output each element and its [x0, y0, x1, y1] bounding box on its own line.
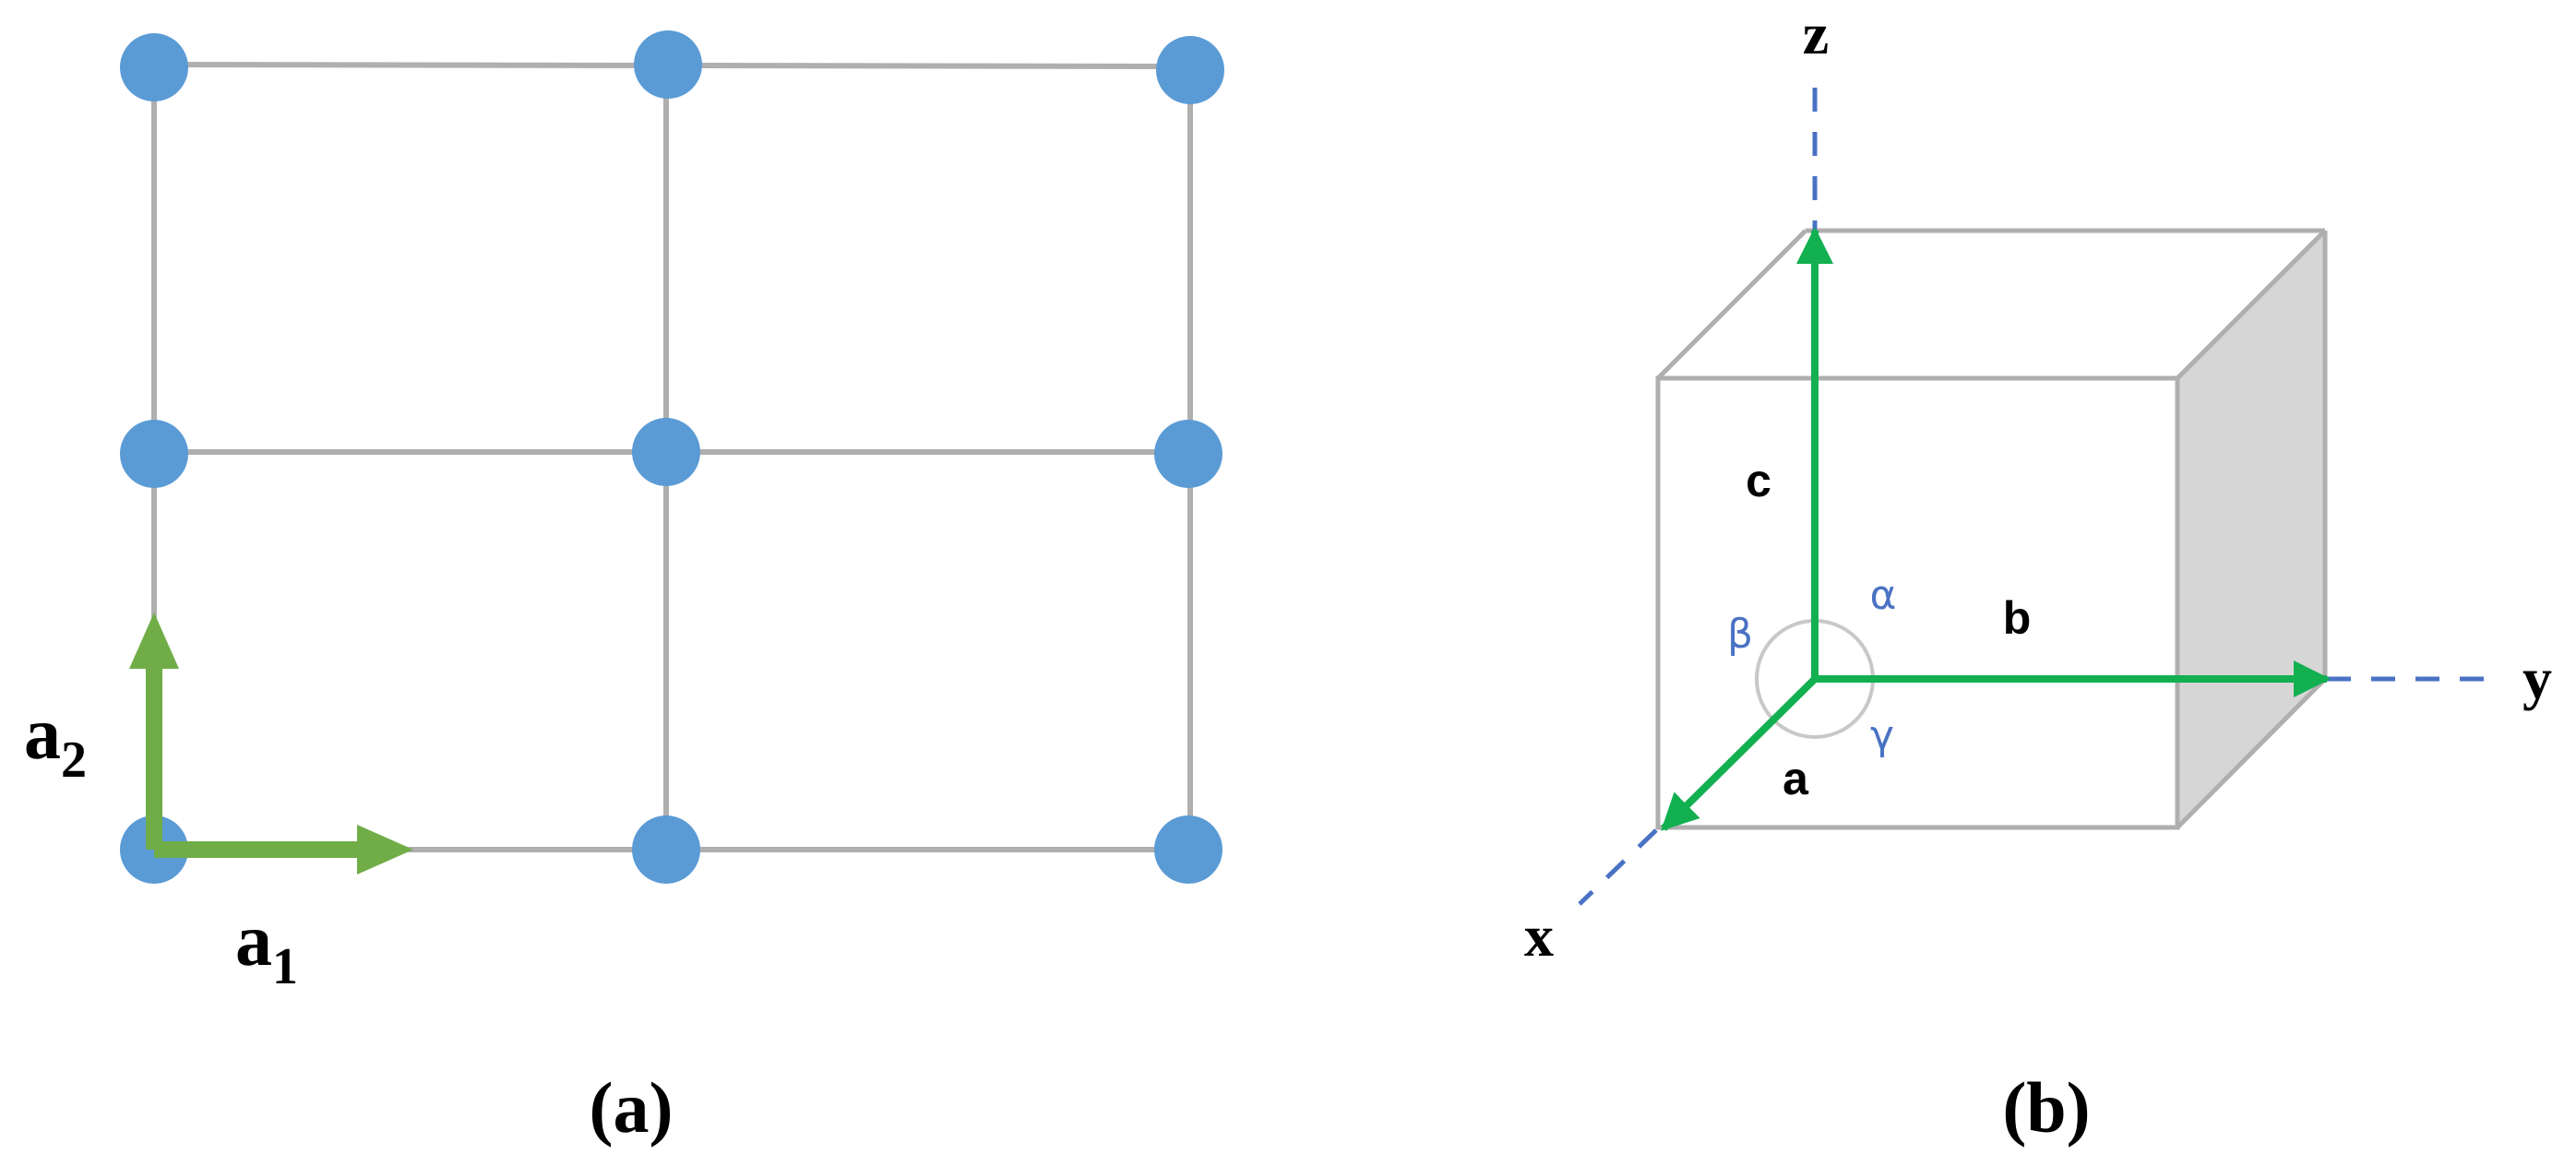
panel-b-caption: (b): [2002, 1067, 2090, 1148]
vector-a-arrow: [1661, 676, 1818, 831]
cell-vectors: [1661, 227, 2331, 831]
cell-front-face: [1655, 375, 2180, 830]
vector-a1-label: a1: [235, 900, 298, 995]
panel-a-lattice: a1 a2 (a): [24, 30, 1224, 1148]
edge-c-label: c: [1746, 455, 1771, 506]
cell-bottom-right-edge: [2176, 677, 2327, 829]
vector-a2-label: a2: [24, 694, 87, 789]
lattice-point: [120, 420, 188, 488]
cell-side-face: [2177, 231, 2325, 827]
coordinate-axes: [1578, 88, 2487, 906]
vector-a1-head: [357, 825, 413, 874]
axis-y-label: y: [2522, 646, 2552, 711]
edge-a-label: a: [1783, 753, 1809, 804]
edge-b-label: b: [2003, 592, 2032, 644]
angle-beta-label: β: [1727, 611, 1753, 658]
lattice-point: [1156, 36, 1224, 104]
lattice-point: [1154, 815, 1222, 884]
lattice-vector-a2: [129, 613, 179, 850]
panel-a-caption: (a): [590, 1067, 674, 1148]
lattice-vector-a1: [154, 825, 413, 874]
lattice-point: [120, 33, 188, 101]
cell-top-right-edge: [2176, 229, 2327, 380]
panel-b-unit-cell: z y x c b a α β γ (b): [1524, 1, 2552, 1148]
lattice-point: [632, 815, 700, 884]
angle-gamma-label: γ: [1870, 712, 1894, 759]
axis-z-label: z: [1803, 1, 1829, 66]
cell-top-left-edge: [1656, 229, 1807, 380]
x-axis-dash: [1578, 828, 1658, 906]
axis-x-label: x: [1524, 903, 1554, 969]
lattice-points: [120, 30, 1224, 884]
lattice-point: [632, 418, 700, 486]
vector-a2-head: [129, 613, 179, 669]
cell-edges: [1655, 228, 2328, 830]
lattice-point: [634, 30, 702, 99]
angle-alpha-label: α: [1869, 572, 1896, 619]
lattice-point: [1154, 420, 1222, 488]
